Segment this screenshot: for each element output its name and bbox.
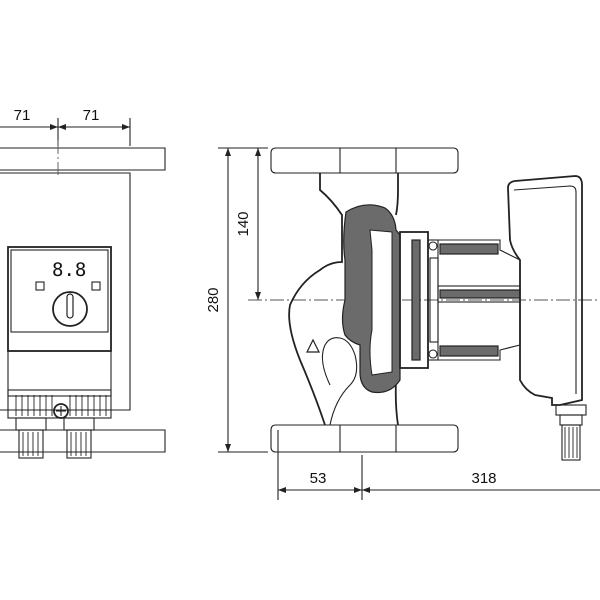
dimension-height-to-axis: 140 bbox=[235, 148, 261, 300]
side-bottom-flange bbox=[270, 424, 459, 453]
impeller-cavity bbox=[369, 229, 393, 376]
motor-rib-bottom bbox=[439, 345, 499, 357]
front-view: 71 71 8.8 bbox=[0, 107, 166, 459]
dim-label-71-left: 71 bbox=[14, 107, 31, 124]
motor-rib-top bbox=[439, 243, 499, 255]
flow-direction-arrow-icon bbox=[306, 338, 320, 353]
dimension-side-lengths: 53 318 bbox=[277, 430, 600, 500]
side-view: 280 140 bbox=[205, 147, 600, 500]
electronic-module-housing bbox=[507, 175, 583, 406]
dimension-total-height: 280 bbox=[205, 147, 268, 453]
terminal-ribs bbox=[15, 395, 107, 416]
mode-led-right-icon bbox=[91, 281, 101, 291]
side-cable-gland bbox=[555, 404, 587, 461]
front-top-flange bbox=[0, 147, 166, 171]
motor-rib-middle bbox=[439, 289, 521, 299]
cable-gland-right bbox=[63, 417, 95, 459]
bolt-bottom-icon bbox=[428, 349, 438, 359]
volute-inner-passage bbox=[321, 337, 358, 426]
terminal-box bbox=[7, 350, 112, 397]
dim-label-318: 318 bbox=[471, 470, 496, 487]
dim-label-140: 140 bbox=[235, 211, 252, 236]
mode-led-left-icon bbox=[35, 281, 45, 291]
cable-gland-left bbox=[15, 417, 47, 459]
grounding-screw-icon bbox=[53, 403, 69, 419]
front-motor-housing bbox=[0, 172, 131, 411]
display-readout: 8.8 bbox=[52, 259, 86, 281]
flange-gasket bbox=[411, 239, 421, 361]
side-top-flange bbox=[270, 147, 459, 174]
knob-indicator-icon bbox=[66, 293, 74, 319]
dim-label-71-right: 71 bbox=[83, 107, 100, 124]
dim-label-53: 53 bbox=[310, 470, 327, 487]
control-knob bbox=[52, 291, 88, 327]
front-bottom-flange bbox=[0, 429, 166, 453]
module-cover bbox=[513, 185, 577, 394]
bolt-top-icon bbox=[428, 241, 438, 251]
control-panel-face bbox=[10, 249, 109, 333]
dim-label-280: 280 bbox=[205, 287, 222, 312]
dimension-front-width: 71 71 bbox=[0, 107, 131, 146]
